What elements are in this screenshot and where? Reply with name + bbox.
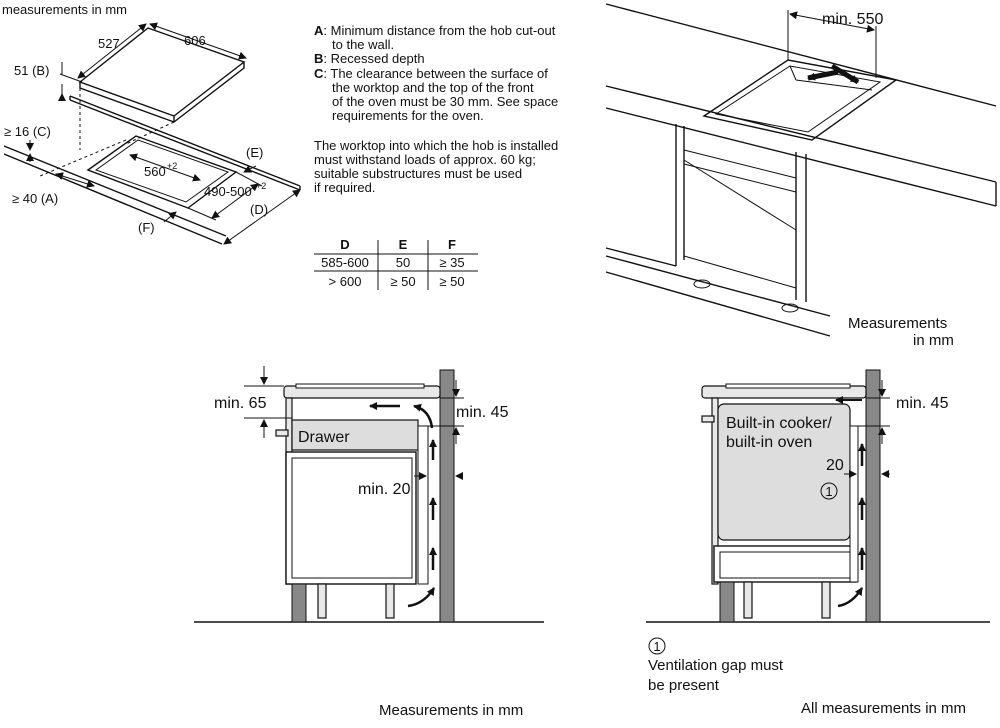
- label-b: 51 (B): [14, 63, 49, 78]
- dim-min-65: min. 65: [214, 395, 267, 412]
- dim-min-45: min. 45: [456, 404, 509, 421]
- worktop-note-1: The worktop into which the hob is instal…: [314, 138, 558, 153]
- note-c-line3: of the oven must be 30 mm. See space: [332, 94, 558, 109]
- dim-527: 527: [98, 36, 120, 51]
- table-cell: ≥ 50: [439, 274, 464, 289]
- dimension-table: D E F 585-600 50 ≥ 35 > 600 ≥ 50 ≥ 50: [314, 237, 478, 290]
- label-e: (E): [246, 145, 263, 160]
- callout-number: 1: [825, 484, 832, 499]
- table-cell: 50: [396, 255, 410, 270]
- note-b: B: Recessed depth: [314, 51, 425, 66]
- dim-20: 20: [826, 457, 844, 474]
- drawer: [291, 419, 419, 451]
- label-a: ≥ 40 (A): [12, 191, 58, 206]
- cutout-inner: [94, 139, 230, 203]
- dim-490-500: 490-500: [204, 184, 252, 199]
- cabinet-perspective-diagram: min. 550 Measurements in mm: [605, 3, 997, 349]
- meas-label-2: in mm: [913, 332, 954, 349]
- airflow-arrows: [835, 396, 866, 608]
- table-header-f: F: [448, 237, 456, 252]
- legend-text-2: be present: [648, 677, 720, 694]
- drawer-label: Drawer: [298, 429, 350, 446]
- table-header-e: E: [399, 237, 408, 252]
- airflow-arrows: [369, 402, 437, 608]
- table-cell: ≥ 50: [390, 274, 415, 289]
- drawer-section-diagram: Drawer min. 65 min. 45 min. 20: [194, 366, 544, 719]
- worktop-note-3: suitable substructures must be used: [314, 166, 522, 181]
- dim-min-20: min. 20: [358, 481, 411, 498]
- worktop-note-4: if required.: [314, 180, 375, 195]
- oven-label-1: Built-in cooker/: [726, 415, 832, 432]
- notes-block: A: Minimum distance from the hob cut-out…: [314, 23, 558, 195]
- hob-cutout-diagram: measurements in mm 527 606 51 (B) 560: [2, 2, 301, 245]
- dim-606: 606: [184, 33, 206, 48]
- meas-label-1: Measurements: [848, 315, 947, 332]
- dim-min-550: min. 550: [822, 11, 883, 28]
- table-cell: > 600: [329, 274, 362, 289]
- rear-wall: [865, 369, 881, 623]
- note-a: A: Minimum distance from the hob cut-out: [314, 23, 556, 38]
- top-left-title: measurements in mm: [2, 2, 127, 17]
- legend-circle: [648, 637, 666, 655]
- dim-560-tolerance: +2: [167, 161, 177, 171]
- note-c-line2: the worktop and the top of the front: [332, 80, 534, 95]
- dim-560: 560: [144, 164, 166, 179]
- footer-all-measurements: All measurements in mm: [801, 700, 966, 717]
- table-cell: ≥ 35: [439, 255, 464, 270]
- callout-circle: [820, 482, 838, 500]
- table-cell: 585-600: [321, 255, 369, 270]
- oven-section-diagram: Built-in cooker/ built-in oven min. 45 2…: [646, 369, 990, 717]
- note-c-line4: requirements for the oven.: [332, 108, 484, 123]
- label-d: (D): [250, 202, 268, 217]
- worktop-note-2: must withstand loads of approx. 60 kg;: [314, 152, 536, 167]
- label-c: ≥ 16 (C): [4, 124, 51, 139]
- worktop-back-edge: [69, 95, 301, 187]
- dim-490-tolerance: +2: [256, 181, 266, 191]
- label-f: (F): [138, 220, 155, 235]
- note-a-line2: to the wall.: [332, 37, 394, 52]
- oven-label-2: built-in oven: [726, 434, 812, 451]
- note-c: C: The clearance between the surface of: [314, 66, 548, 81]
- legend-number: 1: [653, 639, 660, 654]
- table-header-d: D: [340, 237, 349, 252]
- legend-text-1: Ventilation gap must: [648, 657, 784, 674]
- worktop-cutout: [702, 59, 898, 141]
- footer-measurements: Measurements in mm: [379, 702, 523, 719]
- rear-wall: [439, 369, 455, 623]
- dim-min-45: min. 45: [896, 395, 949, 412]
